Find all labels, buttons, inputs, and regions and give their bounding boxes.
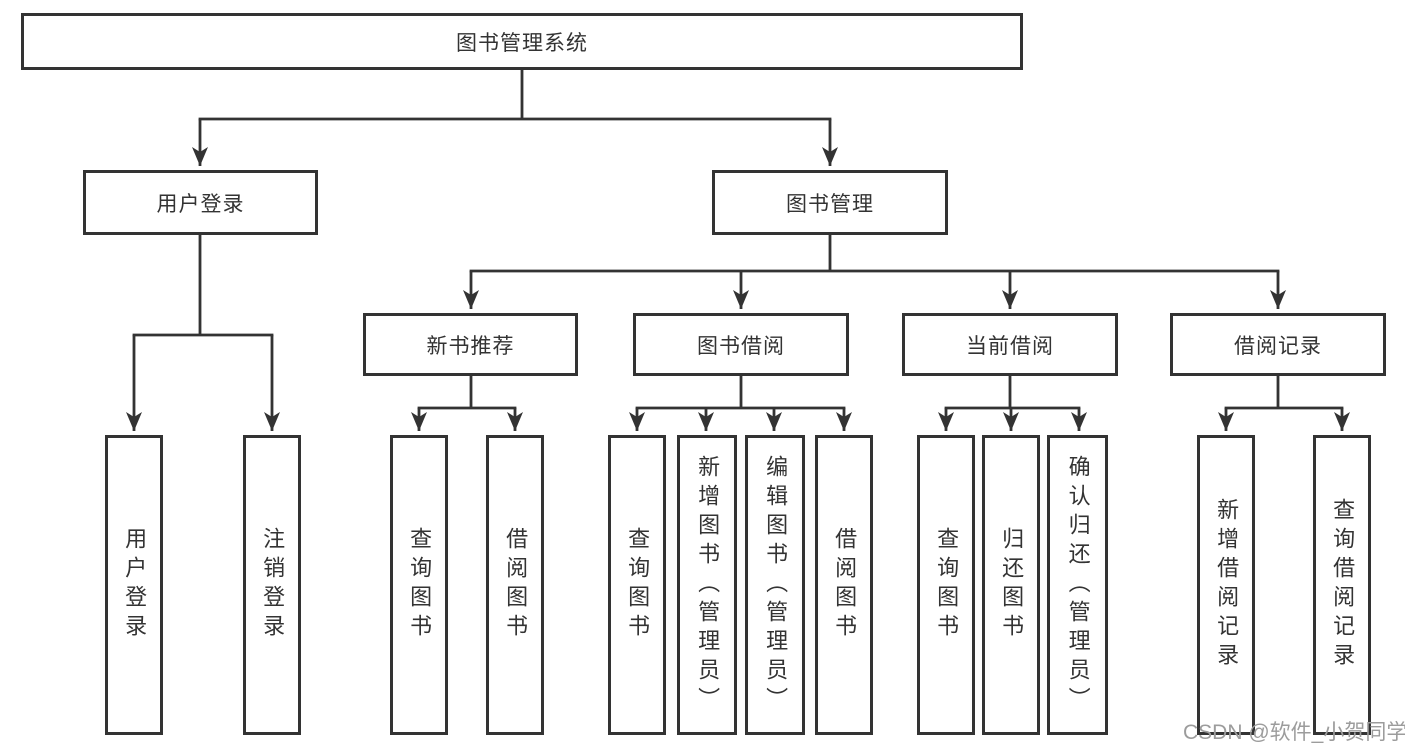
node-current-borrowing: 当前借阅 [902,313,1118,376]
leaf-logout: 注销登录 [243,435,301,735]
leaf-user-login: 用户登录 [105,435,163,735]
node-book-management: 图书管理 [712,170,948,235]
node-library-management-system: 图书管理系统 [21,13,1023,70]
leaf-confirm-return-admin: 确认归还（管理员） [1047,435,1108,735]
leaf-add-books-admin: 新增图书（管理员） [677,435,737,735]
csdn-watermark: CSDN @软件_小贺同学 [1183,721,1405,744]
leaf-query-books-borrowing: 查询图书 [608,435,666,735]
leaf-query-books-current: 查询图书 [917,435,975,735]
leaf-return-books: 归还图书 [982,435,1040,735]
leaf-add-borrow-record: 新增借阅记录 [1197,435,1255,735]
node-borrowing-records: 借阅记录 [1170,313,1386,376]
leaf-query-books-recommend: 查询图书 [390,435,448,735]
leaf-borrow-books-recommend: 借阅图书 [486,435,544,735]
node-user-login: 用户登录 [83,170,318,235]
leaf-borrow-books: 借阅图书 [815,435,873,735]
leaf-edit-books-admin: 编辑图书（管理员） [745,435,805,735]
node-new-book-recommendation: 新书推荐 [363,313,578,376]
node-book-borrowing: 图书借阅 [633,313,849,376]
leaf-query-borrow-record: 查询借阅记录 [1313,435,1371,735]
